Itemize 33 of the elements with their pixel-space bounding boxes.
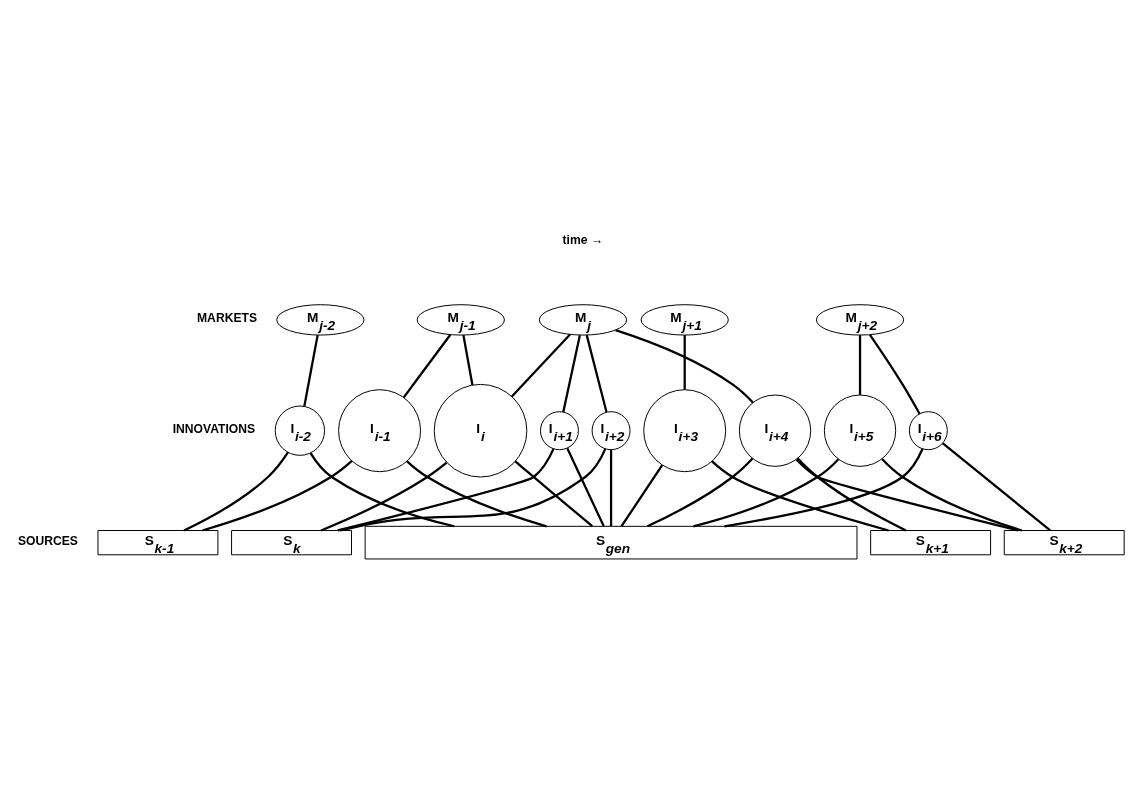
connector [620, 464, 664, 527]
connector [858, 335, 862, 395]
connector [869, 334, 921, 415]
connector [202, 460, 353, 532]
connector [795, 458, 1019, 532]
connector [320, 461, 448, 532]
label: MARKETS [197, 311, 257, 325]
connector [683, 335, 686, 390]
connector [462, 334, 474, 386]
connector [796, 457, 907, 532]
connector [511, 333, 571, 398]
connector [183, 451, 289, 532]
connector [942, 442, 1051, 532]
label: INNOVATIONS [172, 421, 256, 436]
label: time → [562, 232, 603, 247]
connector [337, 448, 555, 532]
connector [566, 447, 605, 527]
connector [647, 457, 754, 528]
connector [309, 452, 455, 528]
connector [514, 460, 593, 528]
connector [609, 449, 613, 527]
connector [693, 458, 840, 528]
connector [615, 329, 754, 404]
connector [562, 334, 581, 413]
connector [724, 448, 924, 528]
connector [585, 334, 608, 413]
label: SOURCES [17, 533, 78, 548]
connector [711, 460, 889, 532]
connector [402, 334, 452, 398]
connector [303, 334, 319, 407]
connector [339, 448, 607, 532]
connector [881, 458, 1023, 532]
connector [406, 460, 547, 528]
